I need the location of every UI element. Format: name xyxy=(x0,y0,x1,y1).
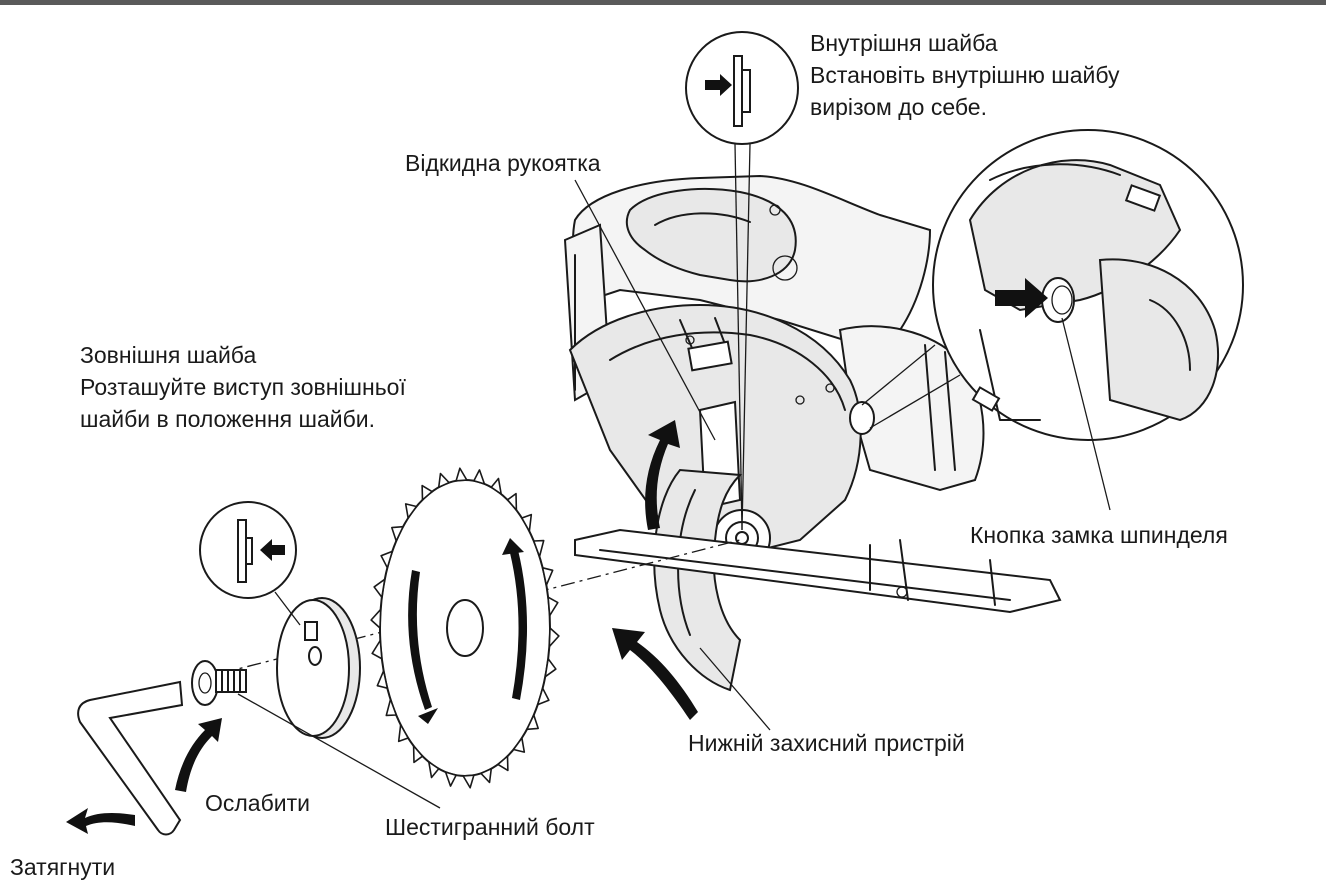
saw-blade-tooth xyxy=(444,771,457,787)
saw-blade-tooth xyxy=(437,472,450,489)
saw-blade-tooth xyxy=(521,513,533,533)
saw-blade-tooth xyxy=(385,698,398,717)
saw-blade-tooth xyxy=(462,774,475,789)
saw-blade-tooth xyxy=(371,639,383,660)
inner-washer-instruction-1: Встановіть внутрішню шайбу xyxy=(810,62,1120,88)
saw-blade-tooth xyxy=(548,627,560,648)
saw-blade-tooth xyxy=(532,539,545,558)
saw-blade-tooth xyxy=(455,467,468,482)
leader-lower-guard xyxy=(699,647,771,731)
folding-handle-label: Відкидна рукоятка xyxy=(405,150,601,176)
saw-blade-tooth xyxy=(391,525,404,542)
inner-washer-title: Внутрішня шайба xyxy=(810,30,998,56)
outer-washer-callout xyxy=(199,501,301,626)
hex-bolt-label: Шестигранний болт xyxy=(385,814,595,840)
spindle-lock-callout xyxy=(861,129,1244,511)
outer-washer-instruction-1: Розташуйте виступ зовнішньої xyxy=(80,374,406,400)
saw-blade-tooth xyxy=(428,761,440,779)
saw-blade-tooth xyxy=(547,596,559,617)
saw-blade-tooth xyxy=(506,492,518,511)
top-frame-bar xyxy=(0,0,1326,5)
saw-blade-tooth xyxy=(412,745,424,764)
hex-wrench-icon xyxy=(77,680,184,836)
saw-blade-tooth xyxy=(544,657,557,678)
inner-washer-callout xyxy=(685,31,799,531)
outer-washer-title: Зовнішня шайба xyxy=(80,342,257,368)
saw-blade-tooth xyxy=(497,755,509,772)
circular-saw-icon xyxy=(563,174,1062,692)
spindle-lock-button-label: Кнопка замка шпинделя xyxy=(970,522,1228,548)
saw-blade-tooth xyxy=(526,714,539,731)
inner-washer-instruction-2: вирізом до себе. xyxy=(810,94,987,120)
saw-blade-tooth xyxy=(512,737,526,753)
outer-washer-instruction-2: шайби в положення шайби. xyxy=(80,406,375,432)
leader-folding-handle xyxy=(574,179,716,441)
saw-blade-tooth xyxy=(380,550,394,569)
saw-blade-tooth xyxy=(490,477,502,495)
saw-blade-tooth xyxy=(404,503,418,519)
saw-blade-tooth xyxy=(536,687,550,706)
saw-blade-tooth xyxy=(541,567,554,587)
washer-icon xyxy=(276,597,361,739)
saw-blade-icon xyxy=(370,467,560,789)
loosen-label: Ослабити xyxy=(205,790,311,816)
saw-blade-tooth xyxy=(480,767,493,784)
arrow-icon xyxy=(66,420,698,834)
hex-bolt-icon xyxy=(191,660,247,706)
saw-blade-tooth xyxy=(370,608,382,629)
saw-blade-tooth xyxy=(397,723,409,743)
leader-hex-bolt xyxy=(237,693,441,809)
saw-blade-tooth xyxy=(473,469,486,485)
lower-guard-label: Нижній захисний пристрій xyxy=(688,730,965,756)
saw-blade-tooth xyxy=(373,578,386,599)
saw-blade-tooth xyxy=(421,484,433,501)
saw-blade-tooth xyxy=(376,669,389,689)
tighten-label: Затягнути xyxy=(10,854,116,880)
